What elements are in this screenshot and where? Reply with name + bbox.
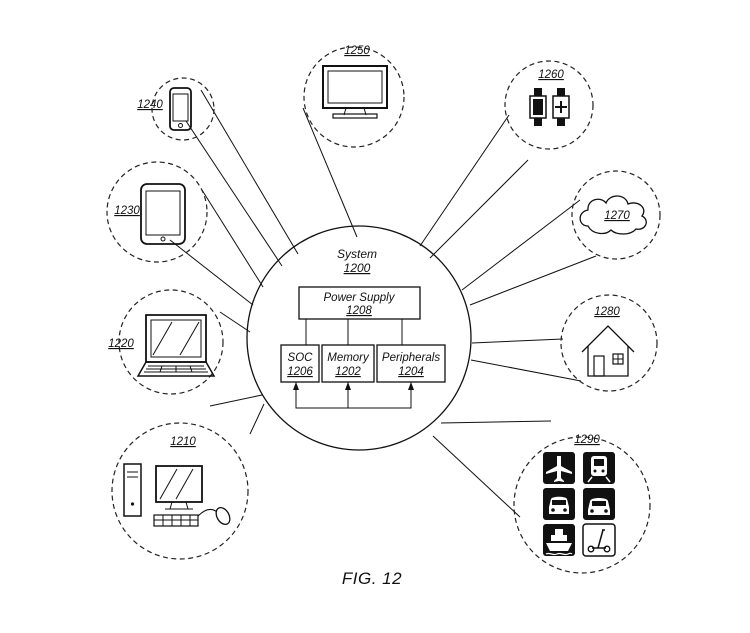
- system-ref: 1200: [344, 261, 371, 275]
- vehicles-circle: [513, 436, 651, 574]
- tablet-icon: [140, 183, 186, 245]
- device-phone: 1240: [137, 77, 215, 141]
- house-icon: [581, 325, 635, 377]
- system-circle: [246, 225, 472, 451]
- airplane-icon: [543, 452, 575, 484]
- power-supply-box: [298, 286, 421, 320]
- power-supply-ref: 1208: [346, 305, 372, 317]
- ship-icon: [543, 524, 575, 556]
- desktop-ref: 1210: [170, 436, 196, 448]
- tablet-ref: 1230: [114, 205, 140, 217]
- power-supply-label: Power Supply: [324, 292, 396, 304]
- vehicles-ref: 1290: [574, 434, 600, 446]
- watch-icon: [529, 88, 570, 126]
- soc-box: [280, 344, 320, 383]
- scooter-icon: [582, 523, 616, 557]
- device-home: 1280: [560, 294, 658, 392]
- laptop-icon: [136, 314, 216, 377]
- phone-ref: 1240: [137, 99, 163, 111]
- device-vehicles: 1290: [513, 434, 651, 574]
- phone-icon: [169, 87, 192, 131]
- car-icon: [583, 488, 615, 520]
- device-desktop: 1210: [111, 422, 249, 560]
- cloud-icon: [579, 195, 647, 235]
- desktop-circle: [111, 422, 249, 560]
- train-icon: [583, 452, 615, 484]
- device-tv: 1250: [303, 45, 405, 148]
- tablet-circle: [106, 161, 208, 263]
- laptop-circle: [118, 289, 224, 395]
- phone-circle: [151, 77, 215, 141]
- soc-label: SOC: [288, 352, 314, 364]
- watch-ref: 1260: [538, 69, 564, 81]
- car-front-icon: [543, 488, 575, 520]
- memory-ref: 1202: [335, 366, 361, 378]
- peripherals-label: Peripherals: [382, 352, 440, 364]
- system-title: System: [337, 247, 377, 261]
- desktop-computer-icon: [123, 463, 231, 527]
- soc-ref: 1206: [287, 366, 313, 378]
- tv-icon: [322, 65, 388, 119]
- watch-circle: [504, 60, 594, 150]
- device-laptop: 1220: [108, 289, 224, 395]
- peripherals-ref: 1204: [398, 366, 424, 378]
- device-cloud: 1270: [571, 170, 661, 260]
- memory-label: Memory: [327, 352, 370, 364]
- system-node: System 1200 Power Supply 1208 SOC 1206 M…: [246, 225, 472, 451]
- cloud-circle: [571, 170, 661, 260]
- tv-ref: 1250: [344, 45, 370, 57]
- laptop-ref: 1220: [108, 338, 134, 350]
- device-watch: 1260: [504, 60, 594, 150]
- bus-arrows: [293, 382, 414, 409]
- cloud-ref: 1270: [604, 210, 630, 222]
- home-circle: [560, 294, 658, 392]
- device-tablet: 1230: [106, 161, 208, 263]
- tv-circle: [303, 46, 405, 148]
- connector-lines: [169, 89, 597, 518]
- figure-caption: FIG. 12: [342, 569, 402, 588]
- home-ref: 1280: [594, 306, 620, 318]
